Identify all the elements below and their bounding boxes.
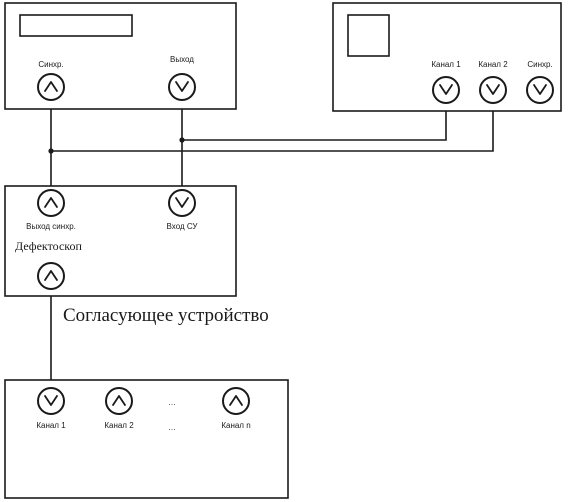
flaw-detector-channeln-label: Канал n — [221, 421, 250, 430]
generator-display — [19, 14, 133, 37]
sync-output-label: Выход синхр. — [26, 222, 76, 231]
arrow-down-icon — [486, 84, 500, 95]
flaw-detector-channeln-connector[interactable] — [222, 387, 250, 415]
flaw-detector-socket-connector[interactable] — [37, 262, 65, 290]
channels-ellipsis-top: ... — [168, 397, 176, 407]
flaw-detector-channel1-connector[interactable] — [37, 387, 65, 415]
wiring — [48, 101, 494, 388]
oscilloscope-sync-connector[interactable] — [526, 76, 554, 104]
arrow-down-icon — [175, 81, 189, 92]
arrow-up-icon — [44, 81, 58, 92]
matching-device-caption: Согласующее устройство — [63, 305, 269, 326]
oscilloscope-channel1-label: Канал 1 — [431, 60, 461, 69]
oscilloscope-channel1-connector[interactable] — [432, 76, 460, 104]
arrow-down-icon — [44, 395, 58, 406]
arrow-up-icon — [229, 395, 243, 406]
junction-output — [179, 137, 185, 143]
generator-unit: Синхр. Выход — [4, 2, 237, 110]
generator-sync-connector[interactable] — [37, 73, 65, 101]
arrow-down-icon — [533, 84, 547, 95]
flaw-detector-unit: Канал 1 Канал 2 ... ... Канал n — [4, 379, 289, 499]
oscilloscope-channel2-label: Канал 2 — [478, 60, 508, 69]
device-input-label: Вход СУ — [167, 222, 199, 231]
generator-sync-label: Синхр. — [38, 60, 63, 69]
flaw-detector-channel2-label: Канал 2 — [104, 421, 134, 430]
wire-to-channel2 — [51, 103, 494, 152]
oscilloscope-unit: Канал 1 Канал 2 Синхр. — [332, 2, 562, 112]
device-input-connector[interactable] — [168, 189, 196, 217]
arrow-up-icon — [44, 270, 58, 281]
arrow-up-icon — [44, 197, 58, 208]
generator-output-label: Выход — [170, 55, 194, 64]
sync-output-connector[interactable] — [37, 189, 65, 217]
flaw-detector-socket-label: Дефектоскоп — [15, 239, 83, 253]
wire-to-channel1 — [182, 103, 447, 141]
arrow-down-icon — [175, 197, 189, 208]
flaw-detector-channel1-label: Канал 1 — [36, 421, 66, 430]
oscilloscope-sync-label: Синхр. — [527, 60, 552, 69]
arrow-up-icon — [112, 395, 126, 406]
oscilloscope-screen — [347, 14, 390, 57]
generator-output-connector[interactable] — [168, 73, 196, 101]
junction-sync — [48, 148, 54, 154]
channels-ellipsis-bottom: ... — [168, 422, 176, 432]
oscilloscope-channel2-connector[interactable] — [479, 76, 507, 104]
matching-device-unit: Выход синхр. Вход СУ Дефектоскоп — [4, 185, 237, 297]
flaw-detector-channel2-connector[interactable] — [105, 387, 133, 415]
arrow-down-icon — [439, 84, 453, 95]
